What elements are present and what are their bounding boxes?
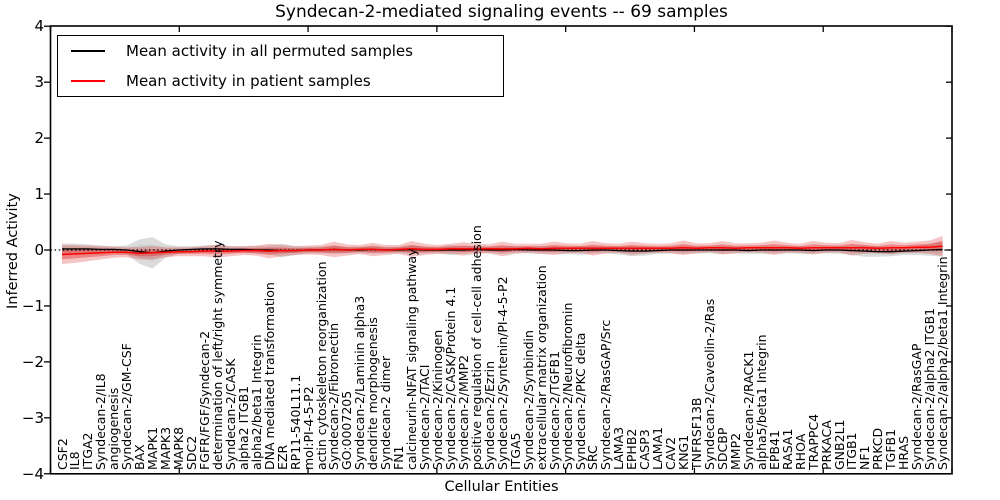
x-tick-label: Syndecan-2/TGFB1	[546, 350, 562, 470]
x-tick-label: Syndecan-2/Syntenin/PI-4-5-P2	[494, 276, 510, 470]
x-tick-label: mol:PI-4-5-P2	[300, 386, 316, 470]
chart-title: Syndecan-2-mediated signaling events -- …	[275, 2, 728, 22]
x-tick-label: Syndecan-2/Neurofibromin	[559, 302, 575, 470]
x-tick-label: PRKACA	[818, 420, 834, 470]
x-tick-label: EPB41	[766, 430, 782, 470]
x-axis-label: Cellular Entities	[444, 479, 559, 495]
x-tick-label: Syndecan-2/alpha2/beta1 Integrin	[935, 256, 951, 470]
x-tick-label: RASA1	[779, 428, 795, 470]
y-tick-label: 1	[34, 185, 44, 204]
y-tick-label: −4	[21, 464, 44, 483]
x-tick-label: RP11-540L11.1	[287, 374, 303, 470]
y-tick-label: 2	[34, 129, 44, 148]
permuted-line-sample	[71, 50, 105, 52]
legend-item-patient: Mean activity in patient samples	[58, 66, 503, 96]
legend-label-permuted: Mean activity in all permuted samples	[126, 42, 413, 60]
permuted-band-inner	[62, 245, 943, 261]
legend-item-permuted: Mean activity in all permuted samples	[58, 36, 503, 66]
y-tick-label: 0	[34, 241, 44, 259]
x-tick-label: alpha5/beta1 Integrin	[753, 334, 769, 470]
y-tick-label: −3	[21, 408, 44, 427]
patient-line-sample	[71, 80, 105, 82]
x-tick-label: ITGA5	[507, 432, 523, 470]
y-tick-label: −2	[21, 352, 44, 371]
y-tick-label: 4	[34, 17, 44, 36]
y-tick-label: 3	[34, 73, 44, 92]
x-tick-label: Syndecan-2/Synbindin	[520, 330, 536, 470]
permuted-mean-line	[62, 248, 943, 254]
x-tick-label: alpha2 ITGB1	[235, 385, 251, 470]
x-tick-label: DNA mediated transformation	[261, 282, 277, 470]
legend-label-patient: Mean activity in patient samples	[126, 72, 371, 90]
y-tick-label: −1	[21, 296, 44, 315]
x-tick-label: RHOA	[792, 433, 808, 470]
legend: Mean activity in all permuted samples Me…	[57, 35, 504, 97]
patient-mean-line	[61, 245, 943, 256]
x-tick-label: EZR	[274, 444, 290, 470]
x-tick-label: TRAPPC4	[805, 413, 821, 470]
x-tick-label: alpha2/beta1 Integrin	[248, 334, 264, 470]
permuted-band-outer	[62, 237, 943, 269]
x-tick-label: extracellular matrix organization	[533, 265, 549, 470]
